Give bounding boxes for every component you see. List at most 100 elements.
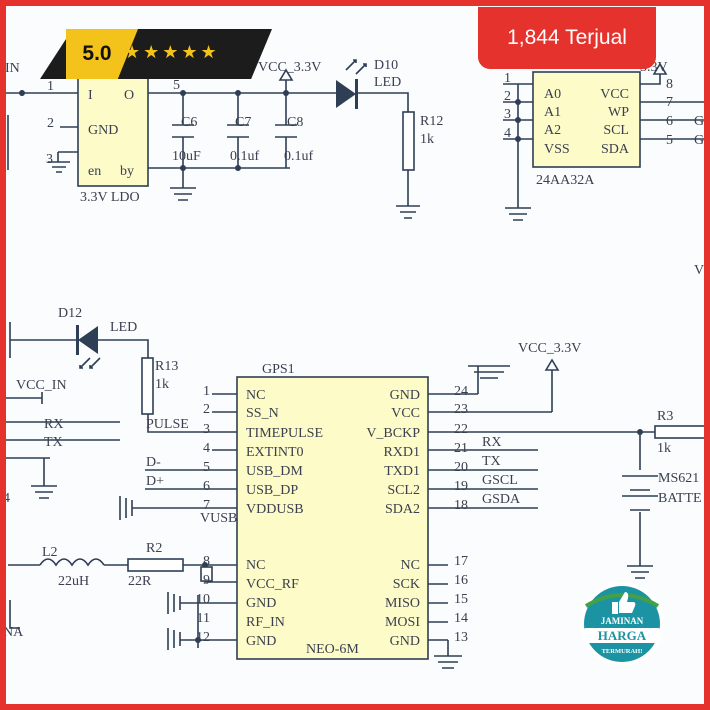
gps-pin-number: 19 <box>454 479 468 494</box>
c7-ref: C7 <box>235 115 251 130</box>
junction-dot <box>195 637 201 643</box>
ground-symbol <box>119 496 145 520</box>
guarantee-bottom: TERMURAH! <box>602 648 643 655</box>
gps-pin-number: 17 <box>454 554 468 569</box>
rating-badge: 5.0 ★★★★★ <box>40 29 272 79</box>
guarantee-badge: JAMINAN HARGA TERMURAH! <box>580 582 664 666</box>
junction-dot <box>515 99 521 105</box>
gps-pin-number: 7 <box>203 498 210 513</box>
resistor-r3 <box>654 425 710 439</box>
gps-pin-number: 15 <box>454 592 468 607</box>
eeprom-vcc-arrow <box>640 62 668 85</box>
c7-value: 0.1uf <box>230 149 260 164</box>
gps-uart-i2c-wires <box>428 449 538 509</box>
ldo-pin-number: 5 <box>173 78 180 93</box>
gps-pin-number: 6 <box>203 479 210 494</box>
battery-model: MS621 <box>658 471 699 486</box>
gps-pin-number: 2 <box>203 402 210 417</box>
gps-pin-number: 20 <box>454 460 468 475</box>
ldo-en-wire <box>57 151 78 162</box>
gps-pin-number: 21 <box>454 441 468 456</box>
eeprom-pin-sda: SDA <box>601 142 630 157</box>
d12-wire <box>9 322 76 358</box>
gps-pin-number: 18 <box>454 498 468 513</box>
header-wires <box>0 397 120 459</box>
c8-value: 0.1uf <box>284 149 314 164</box>
gps-pin-name: RF_IN <box>246 615 285 630</box>
gps-pin-name: V_BCKP <box>366 426 420 441</box>
star-icon: ★★★★★ <box>124 42 220 63</box>
ldo-pin-gnd: GND <box>88 123 118 138</box>
r3-ref: R3 <box>657 409 673 424</box>
gps-pin-name: TXD1 <box>384 464 420 479</box>
sold-count-badge: 1,844 Terjual <box>478 7 656 69</box>
led-arrow <box>345 59 357 71</box>
gps-pin-name: MOSI <box>385 615 420 630</box>
gps-pin-number: 3 <box>203 422 210 437</box>
ground-symbol <box>31 485 57 499</box>
junction-dot <box>283 90 289 96</box>
net-tx: TX <box>482 454 501 469</box>
eeprom-pin-wp: WP <box>608 105 629 120</box>
junction-dot <box>515 136 521 142</box>
ground-symbol <box>434 640 462 669</box>
gps-pin-name: GND <box>246 634 276 649</box>
r2-value: 22R <box>128 574 152 589</box>
ldo-pin-by: by <box>120 164 134 179</box>
gps-pin-number: 24 <box>454 384 468 399</box>
gps-pin-number: 8 <box>203 554 210 569</box>
ground-symbol <box>167 628 198 650</box>
junction-dot <box>180 90 186 96</box>
led-resistor-wire <box>358 92 409 206</box>
net-vusb: VUSB <box>200 511 237 526</box>
gps-pin-name: USB_DM <box>246 464 303 479</box>
thumbs-up-icon <box>612 592 636 614</box>
badge-arc <box>584 593 660 608</box>
c8-ref: C8 <box>287 115 303 130</box>
led-arrow <box>89 357 101 369</box>
gps-pin-name: EXTINT0 <box>246 445 304 460</box>
ldo-pin-number: 3 <box>46 152 53 167</box>
eeprom-pin-a1: A1 <box>544 105 561 120</box>
gps-pin-number: 10 <box>196 592 210 607</box>
net-pulse: PULSE <box>146 417 189 432</box>
l2-ref: L2 <box>42 545 58 560</box>
c6-plates <box>172 124 194 138</box>
r12-ref: R12 <box>420 114 443 129</box>
net-gsda: GSDA <box>482 492 521 507</box>
led-d10-bar <box>355 79 358 109</box>
l2-value: 22uH <box>58 574 89 589</box>
gps-pin-name: VCC <box>391 406 420 421</box>
ldo-pin-number: 1 <box>47 79 54 94</box>
right-edge-label: V <box>694 263 704 278</box>
eeprom-box <box>532 71 641 168</box>
battery-cells <box>622 475 658 511</box>
eeprom-pin-num: 3 <box>504 107 511 122</box>
gps-left-pin-wires <box>212 393 237 451</box>
r2-ref: R2 <box>146 541 162 556</box>
gps-pin-name: USB_DP <box>246 483 298 498</box>
junction-dot <box>180 165 186 171</box>
net-ant: NA <box>3 625 24 640</box>
junction-dot <box>235 90 241 96</box>
gps-pin-name: TIMEPULSE <box>246 426 323 441</box>
resistor-r12 <box>402 111 415 171</box>
eeprom-net-g: G <box>694 114 704 129</box>
gps-usb-wires <box>145 469 237 509</box>
eeprom-pin-num: 1 <box>504 71 511 86</box>
d12-resistor-wire <box>98 339 237 433</box>
gps-pin-name: NC <box>401 558 420 573</box>
ground-symbol <box>505 207 531 221</box>
ldo-label: 3.3V LDO <box>80 190 140 205</box>
gps-pin-name: MISO <box>385 596 420 611</box>
led-d12-symbol <box>78 326 98 354</box>
gps-pin-name: SCL2 <box>387 483 420 498</box>
net-rx: RX <box>482 435 501 450</box>
eeprom-name: 24AA32A <box>536 173 595 188</box>
led-arrow <box>79 357 91 369</box>
antenna-wire <box>9 600 20 629</box>
gps-part: NEO-6M <box>306 642 359 657</box>
gps-pin-name: VCC_RF <box>246 577 299 592</box>
